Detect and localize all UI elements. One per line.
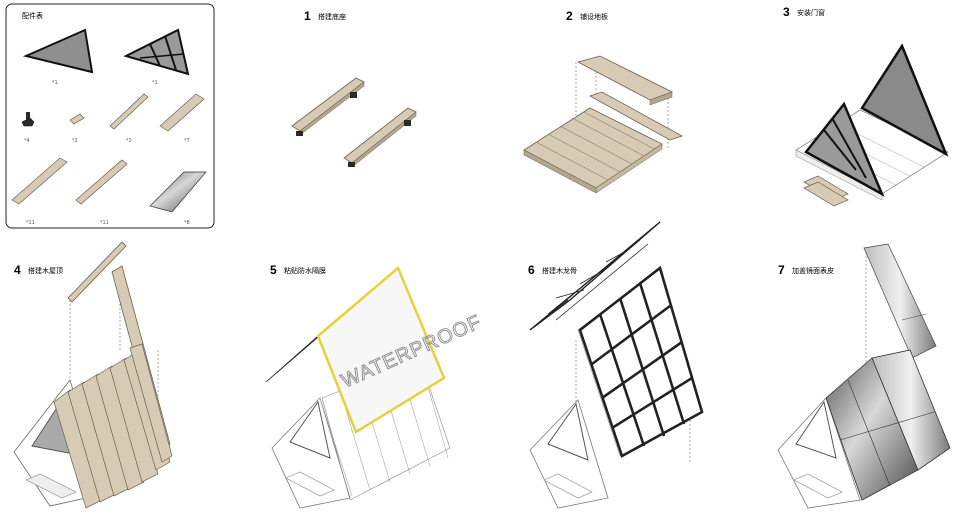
step-2-title: 铺设地板 — [580, 12, 608, 21]
step-5-header: 5 粘贴防水隔膜 — [270, 263, 326, 277]
step-7-header: 7 加盖镜面表皮 — [778, 263, 834, 277]
step-6-drawing — [529, 221, 704, 509]
step-2-drawing — [523, 55, 683, 194]
step-5-number: 5 — [270, 263, 277, 277]
part-long-plank-b: *11 — [75, 159, 128, 226]
part-board: *7 — [159, 93, 205, 144]
qty-long-plank-a: *11 — [26, 220, 35, 226]
qty-connector-piece: *4 — [24, 138, 30, 144]
step-5-title: 粘贴防水隔膜 — [284, 266, 326, 275]
step-5-drawing: WATERPROOF — [265, 265, 486, 509]
step-7-number: 7 — [778, 263, 785, 277]
step-4-drawing — [13, 241, 173, 509]
qty-framed-triangle-panel: *1 — [152, 80, 158, 86]
parts-panel-title: 配件表 — [22, 11, 43, 20]
step-3-drawing — [795, 43, 949, 207]
step-1-header: 1 搭建底座 — [304, 9, 346, 23]
qty-mirror-sheet: *8 — [184, 220, 190, 226]
part-framed-triangle-panel: *1 — [123, 28, 190, 86]
step-6-title: 搭建木龙骨 — [542, 266, 577, 275]
qty-thin-beam: *2 — [126, 138, 132, 144]
qty-long-plank-b: *11 — [100, 220, 109, 226]
step-3-title: 安装门窗 — [797, 8, 825, 17]
qty-board: *7 — [184, 138, 190, 144]
step-6-header: 6 搭建木龙骨 — [528, 263, 577, 277]
part-long-plank-a: *11 — [11, 157, 68, 226]
step-2-number: 2 — [566, 9, 573, 23]
step-1-drawing — [291, 77, 417, 168]
step-3-number: 3 — [783, 5, 790, 19]
step-3-header: 3 安装门窗 — [783, 5, 825, 19]
step-7-drawing — [777, 243, 951, 509]
part-mirror-sheet: *8 — [149, 171, 207, 226]
qty-short-block: *2 — [72, 138, 78, 144]
qty-triangle-panel: *1 — [52, 80, 58, 86]
part-connector-piece: *4 — [21, 112, 35, 144]
step-6-number: 6 — [528, 263, 535, 277]
step-1-number: 1 — [304, 9, 311, 23]
part-short-block: *2 — [69, 113, 85, 144]
part-triangle-panel: *1 — [22, 28, 94, 86]
step-4-number: 4 — [14, 263, 21, 277]
step-4-title: 搭建木屋顶 — [28, 266, 63, 275]
step-7-title: 加盖镜面表皮 — [792, 266, 834, 275]
part-thin-beam: *2 — [109, 93, 149, 144]
parts-panel: 配件表 *1 *1 *4 *2 *2 — [5, 3, 215, 229]
step-1-title: 搭建底座 — [318, 12, 346, 21]
step-4-header: 4 搭建木屋顶 — [14, 263, 63, 277]
step-2-header: 2 铺设地板 — [566, 9, 608, 23]
